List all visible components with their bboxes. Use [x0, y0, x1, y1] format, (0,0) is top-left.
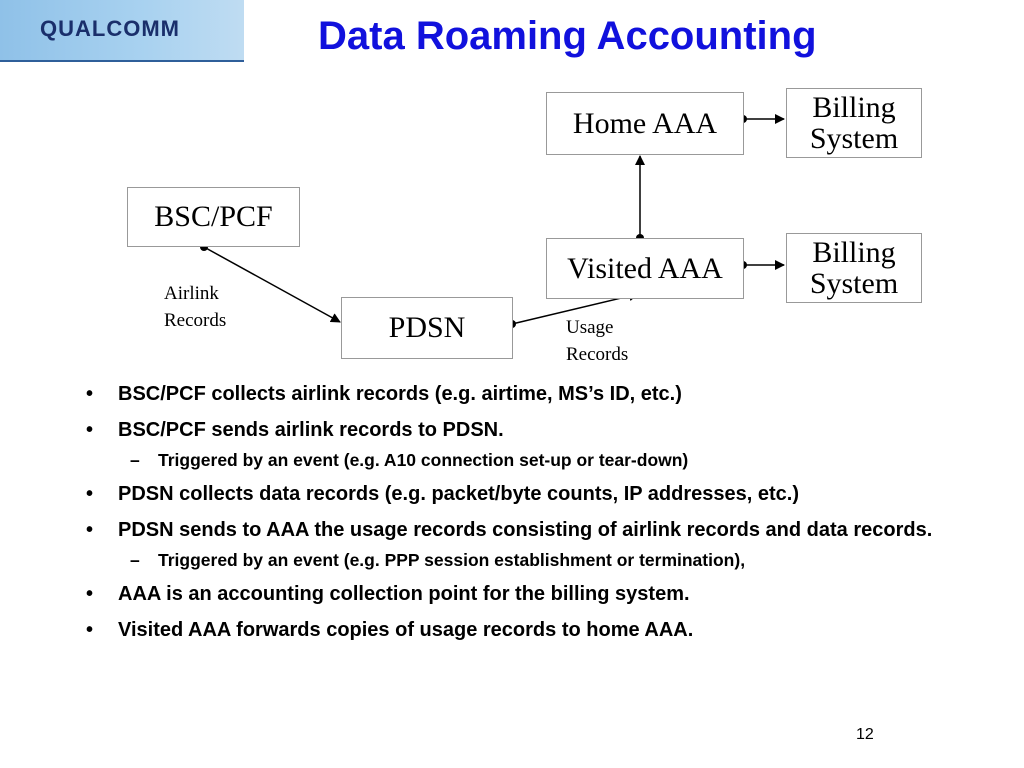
bullet-text: PDSN sends to AAA the usage records cons… [118, 519, 933, 541]
bullet-item: • Visited AAA forwards copies of usage r… [86, 616, 946, 644]
qualcomm-logo: QUALCOMM [0, 0, 244, 62]
node-visited-aaa-label: Visited AAA [567, 251, 723, 285]
billing-2-line-1: Billing [812, 236, 896, 269]
bullet-item: • AAA is an accounting collection point … [86, 580, 946, 608]
bullet-marker: • [86, 519, 94, 541]
node-pdsn-label: PDSN [388, 311, 466, 344]
arrow-pdsn-to-visited-aaa [511, 291, 639, 325]
edge-label-airlink-records: Airlink Records [164, 280, 226, 334]
bullet-text: Visited AAA forwards copies of usage rec… [118, 619, 694, 641]
node-billing-system-1: Billing System [786, 88, 922, 158]
airlink-label-line-1: Airlink [164, 283, 219, 304]
bullet-text: PDSN collects data records (e.g. packet/… [118, 483, 799, 505]
bullet-text: BSC/PCF sends airlink records to PDSN. [118, 419, 504, 441]
node-home-aaa-label: Home AAA [572, 106, 718, 140]
bullet-text: BSC/PCF collects airlink records (e.g. a… [118, 383, 682, 405]
node-bsc-pcf-label: BSC/PCF [154, 200, 273, 233]
airlink-label-line-2: Records [164, 310, 227, 331]
node-pdsn: PDSN [341, 297, 513, 359]
bullet-marker: • [86, 419, 94, 441]
bullet-item: • BSC/PCF sends airlink records to PDSN. [86, 416, 946, 444]
slide-title: Data Roaming Accounting [318, 14, 817, 58]
bullet-item: • PDSN sends to AAA the usage records co… [86, 516, 946, 544]
node-visited-aaa: Visited AAA [546, 238, 744, 299]
page-number: 12 [856, 726, 874, 743]
billing-1-line-1: Billing [812, 91, 896, 124]
sub-bullet-item: – Triggered by an event (e.g. PPP sessio… [86, 548, 946, 572]
edge-label-usage-records: Usage Records [566, 314, 628, 368]
bullet-text: AAA is an accounting collection point fo… [118, 583, 690, 605]
sub-bullet-marker: – [130, 550, 140, 570]
bullet-marker: • [86, 583, 94, 605]
arrow-bscpcf-to-pdsn [203, 246, 341, 323]
usage-label-line-2: Records [566, 344, 629, 365]
billing-1-line-2: System [809, 122, 899, 155]
bullet-marker: • [86, 619, 94, 641]
node-home-aaa: Home AAA [546, 92, 744, 155]
sub-bullet-text: Triggered by an event (e.g. PPP session … [158, 550, 746, 570]
bullet-item: • PDSN collects data records (e.g. packe… [86, 480, 946, 508]
sub-bullet-text: Triggered by an event (e.g. A10 connecti… [158, 450, 689, 470]
bullet-marker: • [86, 483, 94, 505]
node-billing-system-2: Billing System [786, 233, 922, 303]
bullet-item: • BSC/PCF collects airlink records (e.g.… [86, 380, 946, 408]
node-bsc-pcf: BSC/PCF [127, 187, 300, 247]
sub-bullet-item: – Triggered by an event (e.g. A10 connec… [86, 448, 946, 472]
sub-bullet-marker: – [130, 450, 140, 470]
billing-2-line-2: System [809, 267, 899, 300]
bullet-marker: • [86, 383, 94, 405]
logo-text: QUALCOMM [40, 16, 180, 41]
usage-label-line-1: Usage [566, 317, 614, 338]
bullet-list: • BSC/PCF collects airlink records (e.g.… [86, 380, 946, 652]
